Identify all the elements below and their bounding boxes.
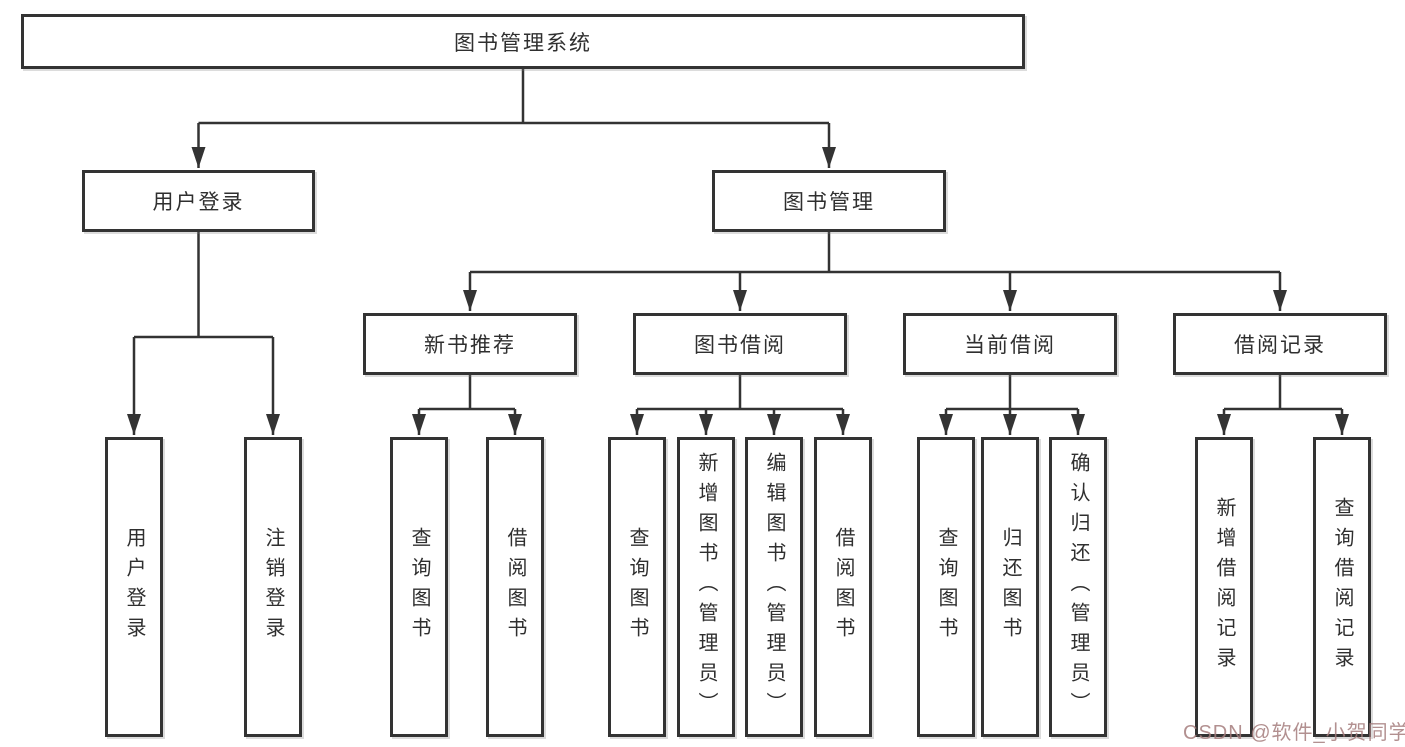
edge-borrow-record-spine xyxy=(1224,375,1342,411)
node-user-login-label: 用户登录 xyxy=(152,191,245,214)
node-book-mgmt: 图书管理 xyxy=(712,170,946,232)
node-new-book-rec-label: 新书推荐 xyxy=(424,334,516,357)
node-leaf-logout: 注销登录 xyxy=(244,437,302,737)
node-current-borrow-label: 当前借阅 xyxy=(964,334,1056,357)
node-root: 图书管理系统 xyxy=(21,14,1025,69)
node-leaf-logout-label: 注销登录 xyxy=(262,527,284,647)
node-leaf-nr-query-books-label: 查询图书 xyxy=(408,527,430,647)
node-leaf-bb-borrow-books-label: 借阅图书 xyxy=(832,527,854,647)
node-leaf-cb-confirm-return-admin-label: 确认归还（管理员） xyxy=(1067,452,1089,722)
node-leaf-nr-borrow-books: 借阅图书 xyxy=(486,437,544,737)
node-leaf-nr-query-books: 查询图书 xyxy=(390,437,448,737)
node-new-book-rec: 新书推荐 xyxy=(363,313,577,375)
edge-user-login-spine xyxy=(134,232,273,339)
node-book-mgmt-label: 图书管理 xyxy=(783,191,875,214)
edge-root-spine xyxy=(198,69,829,125)
node-user-login: 用户登录 xyxy=(82,170,315,232)
node-leaf-bb-borrow-books: 借阅图书 xyxy=(814,437,872,737)
edge-new-book-rec-spine xyxy=(419,375,515,411)
node-leaf-cb-query-books: 查询图书 xyxy=(917,437,975,737)
node-book-borrow: 图书借阅 xyxy=(633,313,847,375)
node-leaf-br-query-record-label: 查询借阅记录 xyxy=(1331,497,1353,677)
node-leaf-cb-confirm-return-admin: 确认归还（管理员） xyxy=(1049,437,1107,737)
node-leaf-nr-borrow-books-label: 借阅图书 xyxy=(504,527,526,647)
csdn-watermark: CSDN @软件_小贺同学 xyxy=(1183,722,1405,744)
node-leaf-cb-query-books-label: 查询图书 xyxy=(935,527,957,647)
node-leaf-bb-add-books-admin-label: 新增图书（管理员） xyxy=(695,452,717,722)
node-leaf-bb-edit-books-admin: 编辑图书（管理员） xyxy=(745,437,803,737)
edge-book-borrow-spine xyxy=(637,375,843,411)
node-root-label: 图书管理系统 xyxy=(454,31,592,55)
edge-book-mgmt-spine xyxy=(470,232,1280,274)
node-leaf-bb-add-books-admin: 新增图书（管理员） xyxy=(677,437,735,737)
node-leaf-user-login-label: 用户登录 xyxy=(123,527,145,647)
node-leaf-bb-edit-books-admin-label: 编辑图书（管理员） xyxy=(763,452,785,722)
node-leaf-bb-query-books-label: 查询图书 xyxy=(626,527,648,647)
node-borrow-record-label: 借阅记录 xyxy=(1234,334,1326,357)
node-leaf-br-add-record-label: 新增借阅记录 xyxy=(1213,497,1235,677)
node-leaf-bb-query-books: 查询图书 xyxy=(608,437,666,737)
node-leaf-cb-return-books-label: 归还图书 xyxy=(999,527,1021,647)
node-book-borrow-label: 图书借阅 xyxy=(694,334,786,357)
node-leaf-br-add-record: 新增借阅记录 xyxy=(1195,437,1253,737)
node-current-borrow: 当前借阅 xyxy=(903,313,1117,375)
node-leaf-user-login: 用户登录 xyxy=(105,437,163,737)
edge-current-borrow-spine xyxy=(946,375,1078,411)
node-leaf-br-query-record: 查询借阅记录 xyxy=(1313,437,1371,737)
node-leaf-cb-return-books: 归还图书 xyxy=(981,437,1039,737)
node-borrow-record: 借阅记录 xyxy=(1173,313,1387,375)
